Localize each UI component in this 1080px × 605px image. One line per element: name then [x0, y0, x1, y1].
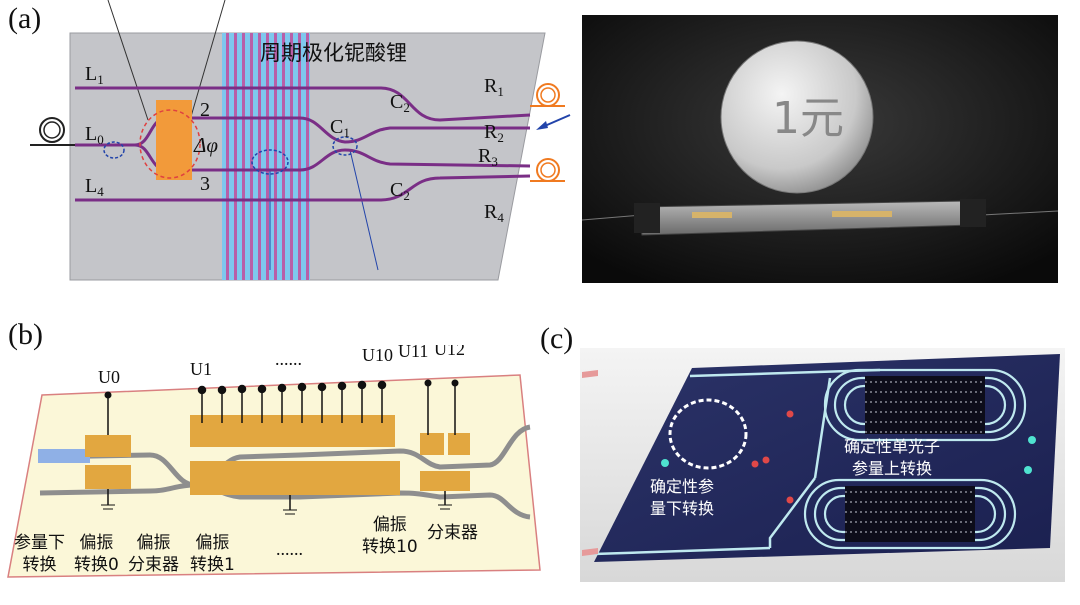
- coupler-c2-bottom: C2: [390, 179, 410, 203]
- caption-pol-beamsplitter: 偏振分束器: [128, 533, 179, 575]
- label-deterministic-up-conversion: 确定性单光子参量上转换: [844, 437, 941, 478]
- label-u12: U12: [434, 345, 465, 359]
- label-deterministic-down-conversion: 确定性参量下转换: [650, 477, 715, 518]
- coupler-c2-top: C2: [390, 91, 410, 115]
- port-l0: L0: [85, 123, 104, 147]
- panel-c-chip: [580, 348, 1065, 582]
- phase-label: Δφ: [193, 133, 218, 157]
- periodic-poling-region: [222, 33, 310, 280]
- coin-text: 1元: [772, 93, 844, 144]
- label-u11: U11: [398, 345, 428, 361]
- caption-pol-convert-0: 偏振转换0: [74, 533, 119, 575]
- panel-a-chip-photo: 1元: [582, 15, 1058, 283]
- input-fiber-loop-icon: [39, 117, 65, 143]
- caption-pol-convert-10: 偏振转换10: [362, 515, 418, 557]
- port-r3: R3: [478, 145, 498, 169]
- waveguides: [75, 86, 531, 202]
- port-r2: R2: [484, 121, 504, 145]
- microring-resonator: [668, 398, 748, 470]
- region-title: 周期极化铌酸锂: [260, 41, 407, 65]
- port-l1: L1: [85, 63, 104, 87]
- port-l4: L4: [85, 175, 104, 199]
- panel-a-chip-schematic: 周期极化铌酸锂 L1 L0 L4 2 Δφ 3 C1 C2 C2 R1 R2 R…: [30, 0, 571, 281]
- label-u10: U10: [362, 345, 393, 365]
- panel-b-label: (b): [8, 318, 43, 351]
- port-r4: R4: [484, 201, 504, 225]
- panel-a-label: (a): [8, 2, 42, 35]
- label-u1: U1: [190, 359, 212, 379]
- panel-b-circuit: U0 U1 ...... U10 U11 U12 ......: [7, 345, 541, 578]
- port-r1: R1: [484, 75, 504, 99]
- phase-electrode: [156, 100, 192, 180]
- pdc-crystal: [38, 449, 90, 463]
- caption-splitter: 分束器: [427, 523, 478, 543]
- coupler-c1: C1: [330, 116, 350, 140]
- label-dots-bottom: ......: [276, 539, 303, 559]
- label-u0: U0: [98, 367, 120, 387]
- arm-2-label: 2: [200, 99, 210, 121]
- coin: [720, 40, 874, 194]
- caption-pdc: 参量下转换: [14, 533, 65, 575]
- label-dots-top: ......: [275, 349, 302, 369]
- panel-c-label: (c): [540, 322, 574, 355]
- arm-3-label: 3: [200, 173, 210, 195]
- caption-pol-convert-1: 偏振转换1: [190, 533, 235, 575]
